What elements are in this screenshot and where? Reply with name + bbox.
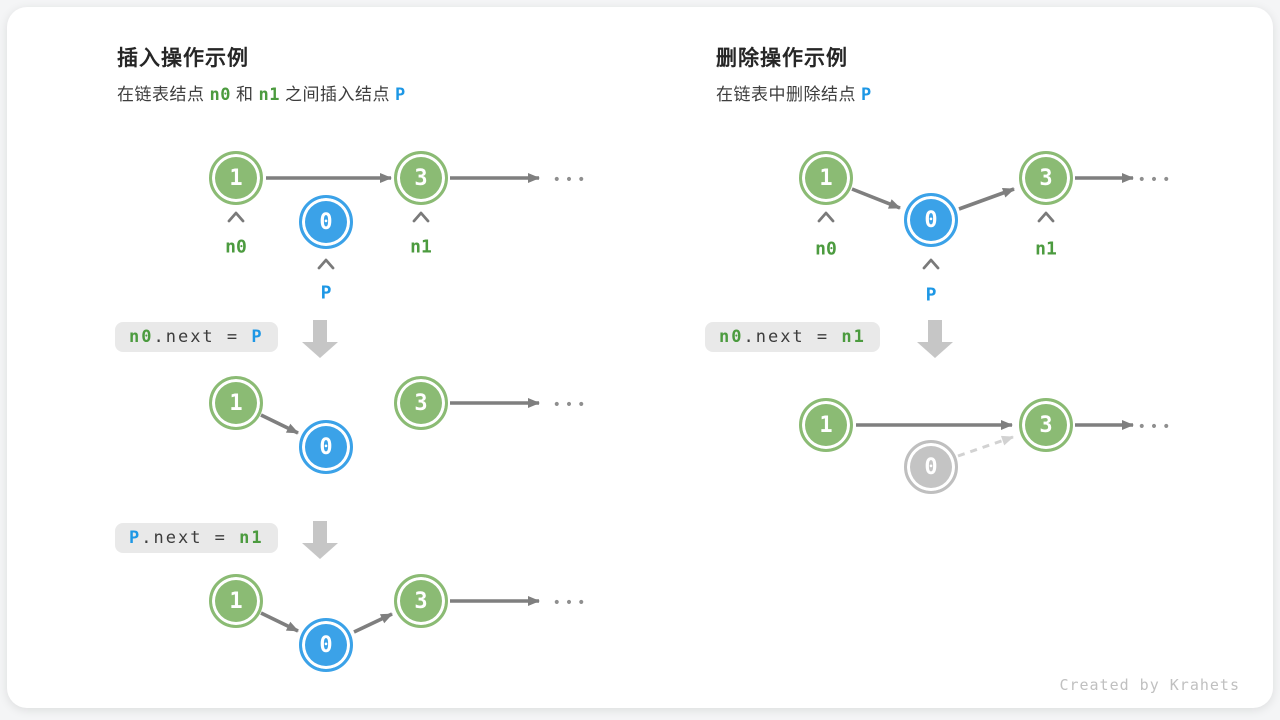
- node-value: 0: [924, 207, 938, 233]
- code-token: .next =: [743, 327, 842, 347]
- subtitle-token: 在链表结点: [117, 85, 205, 104]
- code-token: n1: [841, 327, 866, 347]
- insert-panel-title: 插入操作示例: [117, 47, 249, 70]
- node-value: 1: [819, 165, 833, 191]
- node-value: 0: [319, 434, 333, 460]
- ellipsis-dots: •••: [1137, 419, 1175, 435]
- node-value-1: 1: [209, 574, 263, 628]
- node-value: 3: [414, 165, 428, 191]
- node-value-3: 3: [394, 151, 448, 205]
- pointer-label-n1: n1: [1035, 238, 1057, 260]
- node-value-1: 1: [799, 151, 853, 205]
- code-token: P: [129, 528, 142, 548]
- subtitle-token: 在链表中删除结点: [716, 85, 856, 104]
- ellipsis-dots: •••: [552, 172, 590, 188]
- pointer-label-p: P: [925, 284, 937, 306]
- node-value: 1: [229, 165, 243, 191]
- node-value: 3: [1039, 165, 1053, 191]
- ellipsis-dots: •••: [1137, 172, 1175, 188]
- node-value: 3: [414, 390, 428, 416]
- node-value-0: 0: [299, 420, 353, 474]
- node-value-0: 0: [299, 618, 353, 672]
- code-token: n0: [129, 327, 154, 347]
- node-value: 0: [319, 209, 333, 235]
- node-value-0: 0: [904, 193, 958, 247]
- subtitle-token: n0: [209, 85, 231, 105]
- diagram-card: [7, 7, 1273, 708]
- ellipsis-dots: •••: [552, 595, 590, 611]
- node-value-0: 0: [299, 195, 353, 249]
- subtitle-token: P: [394, 85, 406, 105]
- pointer-label-n0: n0: [815, 238, 837, 260]
- ellipsis-dots: •••: [552, 397, 590, 413]
- node-value: 0: [319, 632, 333, 658]
- node-value: 3: [414, 588, 428, 614]
- node-value: 1: [229, 588, 243, 614]
- node-value: 1: [819, 412, 833, 438]
- subtitle-token: 之间插入结点: [284, 85, 390, 104]
- node-value-1: 1: [799, 398, 853, 452]
- node-value: 3: [1039, 412, 1053, 438]
- code-token: n1: [239, 528, 264, 548]
- node-value-3: 3: [1019, 151, 1073, 205]
- node-value: 1: [229, 390, 243, 416]
- code-label-n0-next-n1: n0.next = n1: [705, 322, 880, 352]
- node-value-3: 3: [1019, 398, 1073, 452]
- delete-panel-title: 删除操作示例: [716, 47, 848, 70]
- node-value-1: 1: [209, 151, 263, 205]
- subtitle-token: P: [861, 85, 872, 105]
- code-token: P: [251, 327, 264, 347]
- node-value-1: 1: [209, 376, 263, 430]
- subtitle-token: n1: [258, 85, 280, 105]
- code-token: .next =: [141, 528, 240, 548]
- pointer-label-p: P: [320, 282, 332, 304]
- subtitle-token: 和: [235, 85, 254, 104]
- pointer-label-n0: n0: [225, 236, 247, 258]
- node-value: 0: [924, 454, 938, 480]
- pointer-label-n1: n1: [410, 236, 432, 258]
- code-label-p-next-n1: P.next = n1: [115, 523, 278, 553]
- code-token: n0: [719, 327, 744, 347]
- node-value-3: 3: [394, 376, 448, 430]
- footer-credit: Created by Krahets: [1059, 676, 1240, 694]
- node-value-3: 3: [394, 574, 448, 628]
- code-token: .next =: [153, 327, 252, 347]
- code-label-n0-next-p: n0.next = P: [115, 322, 278, 352]
- delete-panel-subtitle: 在链表中删除结点 P: [716, 80, 877, 105]
- node-value-0-removed: 0: [904, 440, 958, 494]
